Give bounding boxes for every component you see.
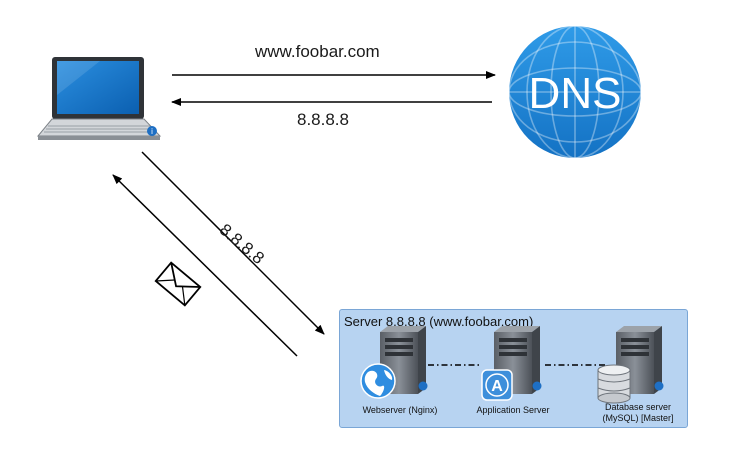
response-arrow — [112, 174, 298, 357]
database-server-label: Database server (MySQL) [Master] — [588, 402, 688, 424]
database-label-line1: Database server — [604, 402, 672, 412]
database-cylinder-icon — [597, 364, 631, 404]
database-label-line2: (MySQL) [Master] — [602, 413, 674, 423]
answer-label: 8.8.8.8 — [297, 110, 349, 129]
svg-text:A: A — [491, 378, 503, 395]
webserver-label: Webserver (Nginx) — [362, 405, 438, 415]
info-badge-icon — [147, 126, 157, 136]
envelope-icon — [154, 261, 202, 307]
svg-text:i: i — [151, 127, 153, 136]
laptop-icon: i — [36, 57, 162, 140]
globe-icon — [360, 363, 396, 399]
app-a-icon: A — [481, 369, 513, 401]
dns-globe-icon: DNS — [508, 25, 642, 159]
request-arrow — [141, 151, 325, 335]
dns-label: DNS — [529, 69, 622, 118]
app-server-label: Application Server — [476, 405, 550, 415]
query-label: www.foobar.com — [255, 42, 380, 61]
server-group-box: Server 8.8.8.8 (www.foobar.com) — [339, 309, 688, 428]
server-components: A — [360, 326, 664, 404]
server-title: Server 8.8.8.8 (www.foobar.com) — [344, 314, 534, 329]
